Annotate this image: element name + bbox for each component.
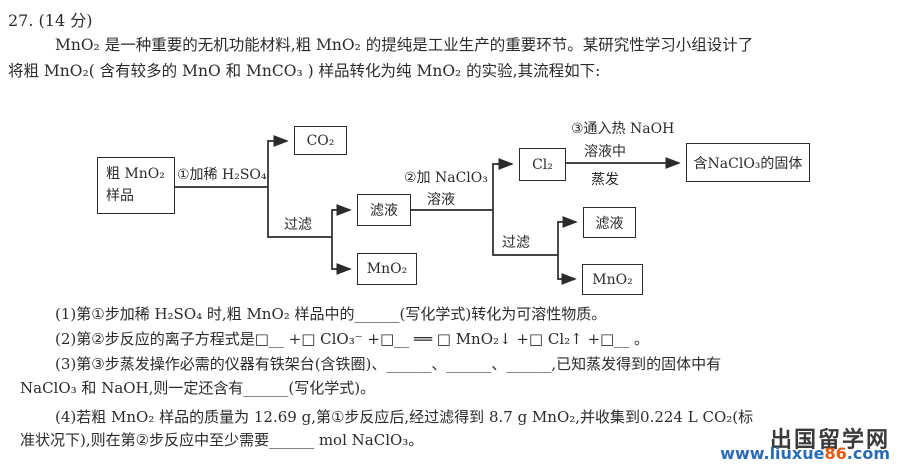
flow-box-filtrate-2: 滤液 [583,207,636,238]
flow-box-filtrate-1: 滤液 [357,194,411,226]
question-2-ionic-equation: (2)第②步反应的离子方程式是□__ +□ ClO₃⁻ +□__ ══ □ Mn… [55,330,650,348]
flow-label-filter-2: 过滤 [502,235,530,251]
question-3-line1: (3)第③步蒸发操作必需的仪器有铁架台(含铁圈)、______、______、_… [55,355,722,373]
intro-line-1: MnO₂ 是一种重要的无机功能材料,粗 MnO₂ 的提纯是工业生产的重要环节。某… [55,36,754,54]
watermark-url-suffix: .com [846,444,890,463]
flow-box-co2: CO₂ [294,126,347,155]
flow-box-naclo3-solid: 含NaClO₃的固体 [686,143,810,182]
flow-label-filter-1: 过滤 [284,217,312,233]
watermark-url-prefix: www.liuxue [720,444,825,463]
process-flowchart: 粗 MnO₂ 样品 CO₂ 滤液 MnO₂ Cl₂ 滤液 MnO₂ 含NaClO… [0,100,900,300]
flow-box-crude-line2: 样品 [106,187,134,204]
flow-label-step2-solution: 溶液 [427,192,455,208]
flow-box-crude-line1: 粗 MnO₂ [106,165,165,182]
watermark-url-number: 86 [824,444,847,463]
flow-label-step2-naclo3: ②加 NaClO₃ [404,170,488,186]
question-1: (1)第①步加稀 H₂SO₄ 时,粗 MnO₂ 样品中的______(写化学式)… [55,305,607,323]
flow-box-cl2: Cl₂ [519,148,566,181]
flow-box-mno2-2: MnO₂ [582,264,643,295]
question-4-line2: 准状况下),则在第②步反应中至少需要______ mol NaClO₃。 [20,431,424,449]
intro-line-2: 将粗 MnO₂( 含有较多的 MnO 和 MnCO₃ ) 样品转化为纯 MnO₂… [8,62,601,80]
flow-box-crude-sample: 粗 MnO₂ 样品 [97,157,175,214]
question-3-line2: NaClO₃ 和 NaOH,则一定还含有______(写化学式)。 [20,379,376,397]
flow-label-step1-h2so4: ①加稀 H₂SO₄ [177,167,267,183]
flowchart-connectors [174,135,681,285]
watermark-url: www.liuxue86.com [720,444,890,463]
flow-label-step3-evaporate: 蒸发 [591,172,619,188]
flow-box-mno2-1: MnO₂ [357,253,417,285]
flow-label-step3-insolution: 溶液中 [584,144,626,160]
question-number: 27. (14 分) [8,11,93,30]
watermark-site-name: 出国留学网 [769,428,890,453]
question-4-line1: (4)若粗 MnO₂ 样品的质量为 12.69 g,第①步反应后,经过滤得到 8… [55,408,754,426]
flow-label-step3-naoh: ③通入热 NaOH [571,121,675,137]
